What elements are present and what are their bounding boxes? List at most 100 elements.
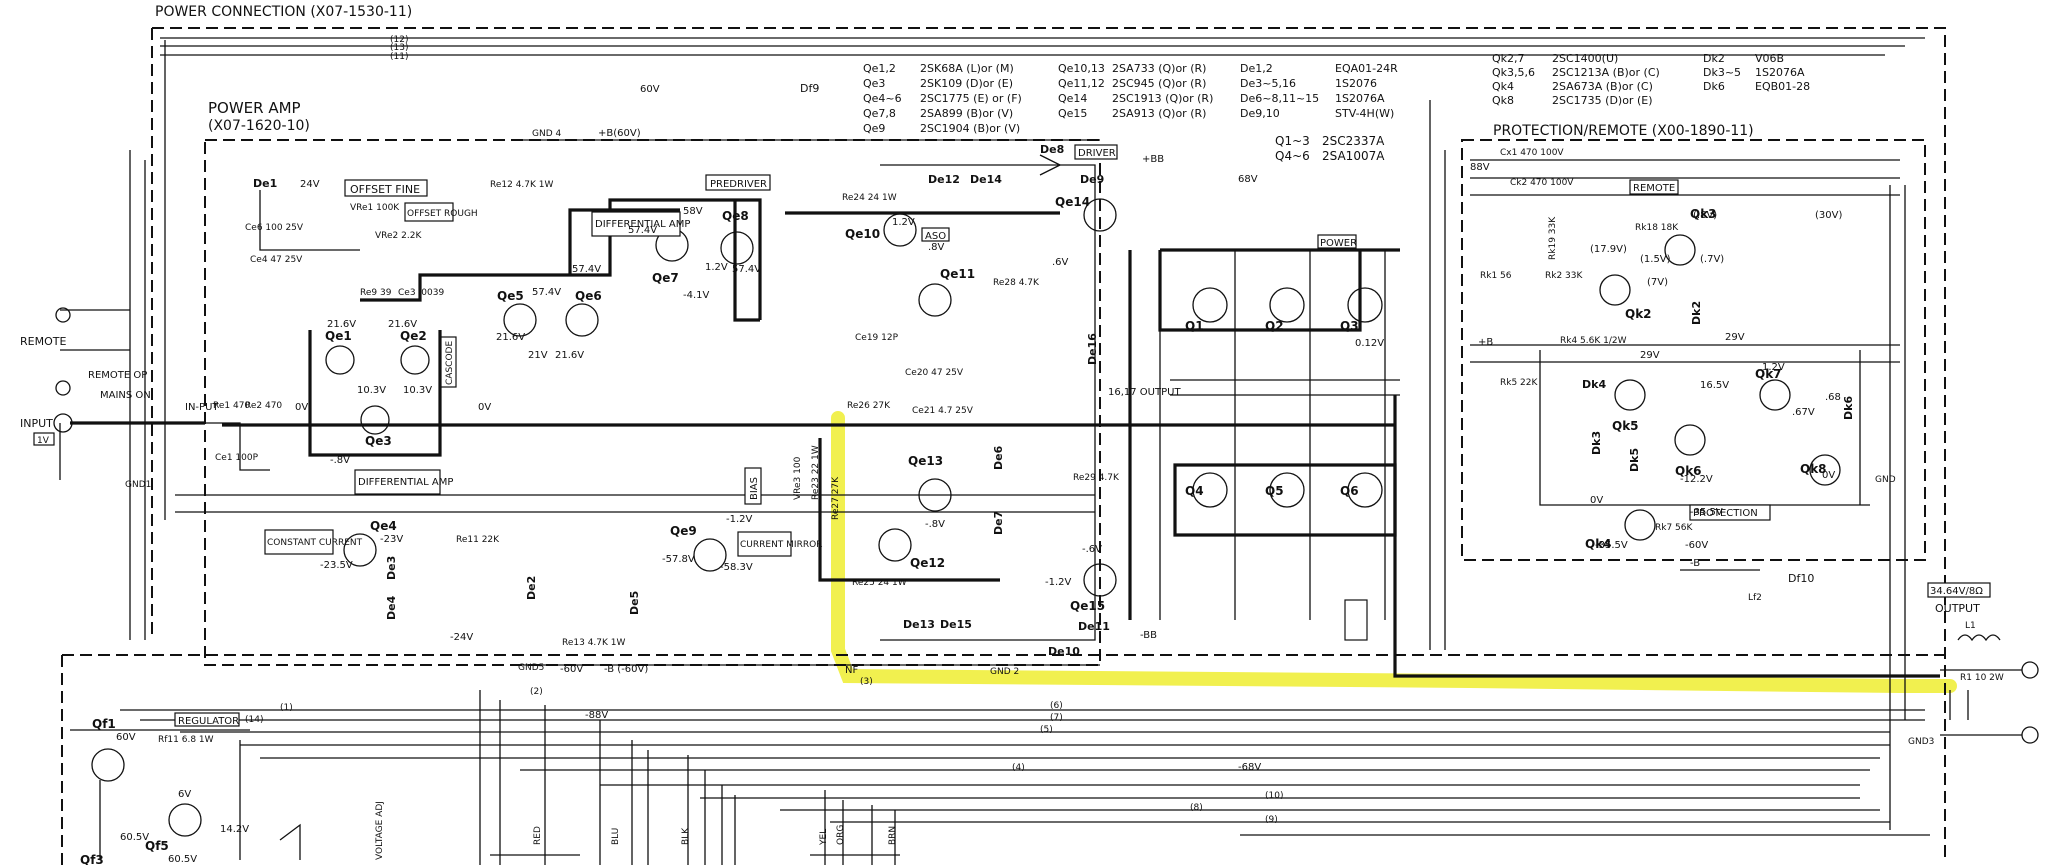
voltage-16-5: 16.5V [1700, 380, 1729, 391]
voltage-0vd: 0V [1590, 495, 1603, 506]
cascode-label: CASCODE [445, 341, 455, 385]
de6-ref: De6 [992, 445, 1005, 470]
re28-label: Re28 4.7K [993, 278, 1040, 288]
protection-table-0-part: 2SC1400(U) [1552, 52, 1618, 65]
voltage-1-2: 1.2V [705, 262, 728, 273]
table-diode-3-part: STV-4H(W) [1335, 107, 1394, 120]
power-amp-part: (X07-1620-10) [208, 118, 310, 134]
voltage-29b: 29V [1640, 350, 1660, 361]
voltage-minus-88: -88V [585, 710, 608, 721]
q2-ref: Q2 [1265, 319, 1284, 333]
df10-label: Df10 [1788, 572, 1814, 585]
ce19-label: Ce19 12P [855, 333, 899, 343]
power-box [1317, 234, 1357, 249]
table-left-1-part: 2SK109 (D)or (E) [920, 77, 1013, 90]
power-amp-title: POWER AMP [208, 99, 301, 117]
de13-ref: De13 [903, 618, 935, 631]
wire-number-13: (13) [390, 43, 408, 53]
voltage-68v: 68V [1238, 174, 1258, 185]
remote-box [1629, 179, 1679, 195]
voltage-57-4d: 57.4V [732, 264, 761, 275]
voltage-minus-35-5: -35.5V [1690, 507, 1723, 518]
gnd5-label: GND5 [518, 663, 544, 673]
gnd3-label: GND3 [1908, 737, 1934, 747]
table-mid-1: Qe11,12 [1058, 77, 1105, 90]
re27-label: Re27 27K [831, 476, 841, 520]
page-title: POWER CONNECTION (X07-1530-11) [155, 4, 412, 20]
ce3-label: Ce3 .0039 [398, 288, 444, 298]
voltage-minus-1-2: -1.2V [726, 514, 753, 525]
output-spec-box [1927, 582, 1991, 598]
rk7-label: Rk7 56K [1655, 523, 1694, 533]
plus-bb-label: +BB [1142, 154, 1164, 165]
dk3-ref: Dk3 [1590, 431, 1603, 455]
voltage-8v: (.8V) [1693, 210, 1717, 221]
driver-label: DRIVER [1078, 148, 1116, 159]
re29-label: Re29 4.7K [1073, 473, 1120, 483]
ck2-label: Ck2 470 100V [1510, 178, 1574, 188]
qe3-ref: Qe3 [365, 434, 392, 448]
qe2-ref: Qe2 [400, 329, 427, 343]
offset-rough-box [404, 202, 454, 222]
wire-org: ORG [836, 825, 846, 845]
de3-ref: De3 [385, 556, 398, 580]
voltage-30: (30V) [1815, 210, 1842, 221]
voltage-88: 88V [1470, 162, 1490, 173]
minus-bb-label: -BB [1140, 630, 1157, 641]
wire-number-5: (5) [1040, 725, 1053, 735]
table-mid-0-part: 2SA733 (Q)or (R) [1112, 62, 1206, 75]
wire-red: RED [533, 826, 543, 845]
minus-b-label: -B [1690, 558, 1700, 569]
table-diode-2: De6~8,11~15 [1240, 92, 1319, 105]
de4-ref: De4 [385, 595, 398, 620]
voltage-68b: .68 [1825, 392, 1841, 403]
wire-number-2: (2) [530, 687, 543, 697]
de11-ref: De11 [1078, 620, 1110, 633]
voltage-minus-60b: -60V [1685, 540, 1708, 551]
remote-label: REMOTE [20, 335, 66, 348]
output-label: OUTPUT [1935, 602, 1980, 615]
dk4-ref: Dk4 [1582, 378, 1606, 391]
protection-table-6: Dk6 [1703, 80, 1725, 93]
de1-ref: De1 [253, 177, 277, 190]
protection-table-6-part: EQB01-28 [1755, 80, 1810, 93]
dk2-ref: Dk2 [1690, 301, 1703, 325]
table-mid-2-part: 2SC1913 (Q)or (R) [1112, 92, 1213, 105]
voltage-0vb: 0V [478, 402, 491, 413]
offset-rough-label: OFFSET ROUGH [407, 209, 478, 219]
table-diode-0: De1,2 [1240, 62, 1273, 75]
voltage-6v: 6V [178, 789, 191, 800]
power-label: POWER [1320, 238, 1357, 249]
qe12-ref: Qe12 [910, 556, 945, 570]
wire-number-9: (9) [1265, 815, 1278, 825]
cascode-box [440, 336, 457, 388]
regulator-box [174, 712, 240, 727]
wire-brn: BRN [888, 826, 898, 845]
table-left-4-part: 2SC1904 (B)or (V) [920, 122, 1020, 135]
wire-number-7: (7) [1050, 713, 1063, 723]
output-transistor-1-part: 2SA1007A [1322, 149, 1385, 163]
signal-paths [308, 198, 1400, 620]
voltage-minus-6: -.6V [1082, 544, 1102, 555]
voltage-minus-60: -60V [560, 664, 583, 675]
de2-ref: De2 [525, 576, 538, 600]
power-connection-left-border [62, 28, 1945, 656]
q4-ref: Q4 [1185, 484, 1204, 498]
rk2-label: Rk2 33K [1545, 271, 1584, 281]
rf11-label: Rf11 6.8 1W [158, 735, 214, 745]
minus-b-60v-label: -B (-60V) [604, 664, 648, 675]
ce21-label: Ce21 4.7 25V [912, 406, 974, 416]
voltage-21v: 21V [528, 350, 548, 361]
nf-highlight-trace [831, 411, 1957, 693]
plus-b-60v-label: +B(60V) [598, 128, 641, 139]
ce20-label: Ce20 47 25V [905, 368, 964, 378]
re13-label: Re13 4.7K 1W [562, 638, 626, 648]
diff-amp-2-box [591, 211, 681, 237]
ce6-label: Ce6 100 25V [245, 223, 304, 233]
schematic-text: POWER CONNECTION (X07-1530-11) POWER AMP… [20, 4, 2004, 865]
voltage-0-12: 0.12V [1355, 338, 1384, 349]
protection-table-4-part: V06B [1755, 52, 1784, 65]
wire-number-4: (4) [1012, 763, 1025, 773]
voltage-24v: 24V [300, 179, 320, 190]
